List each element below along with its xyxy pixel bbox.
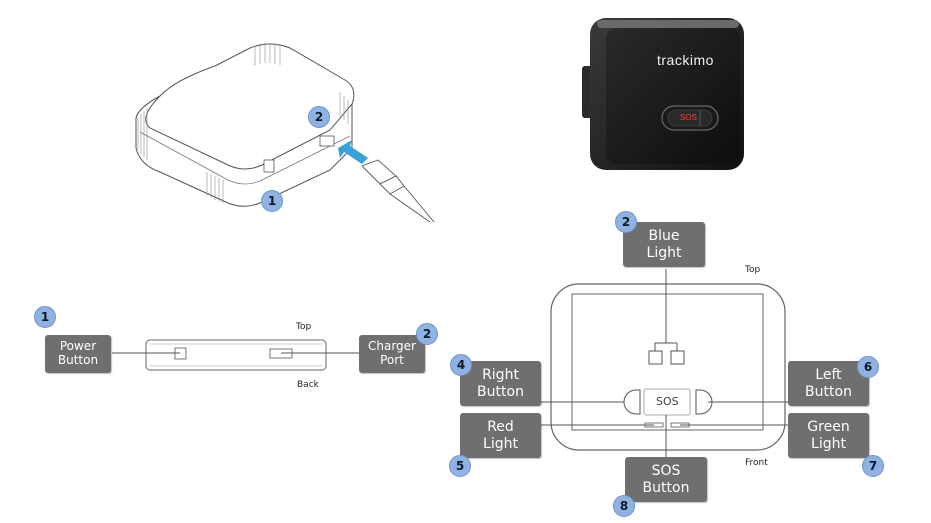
iso-badge-2: 2 — [308, 106, 330, 128]
power-button-line2: Button — [57, 353, 99, 367]
charger-port-badge: 2 — [416, 323, 438, 345]
power-button-line1: Power — [59, 339, 97, 354]
right-button-badge: 4 — [450, 354, 472, 376]
left-button-line1: Left — [815, 367, 842, 384]
callout-lines — [541, 269, 788, 457]
red-light-line1: Red — [487, 419, 514, 436]
sos-button-line1: SOS — [651, 463, 681, 480]
red-light-badge: 5 — [449, 455, 471, 477]
side-back-label: Back — [297, 380, 319, 390]
blue-light-line1: Blue — [648, 228, 680, 245]
red-light-line2: Light — [483, 435, 518, 452]
side-top-label: Top — [296, 322, 312, 332]
front-blue-light-left — [648, 350, 663, 365]
blue-light-badge: 2 — [615, 211, 637, 233]
front-top-label: Top — [745, 265, 761, 275]
front-front-label: Front — [745, 458, 768, 468]
sos-button-badge: 8 — [613, 495, 635, 517]
left-button-badge: 6 — [857, 356, 879, 378]
front-sos-button-shape — [643, 388, 691, 416]
front-right-button-shape — [623, 389, 641, 415]
photo-brand-logo: trackimo — [657, 52, 714, 68]
front-sos-button-text: SOS — [656, 395, 679, 408]
insert-arrow-icon — [338, 140, 368, 164]
green-light-line2: Light — [811, 435, 846, 452]
green-light-line1: Green — [807, 419, 850, 436]
left-button-line2: Button — [805, 383, 852, 400]
blue-light-line2: Light — [646, 244, 682, 261]
right-button-line2: Button — [477, 383, 524, 400]
green-light-badge: 7 — [862, 455, 884, 477]
photo-sos-label: SOS — [680, 113, 697, 122]
sos-button-line2: Button — [642, 479, 690, 496]
charger-port-line1: Charger — [368, 339, 416, 354]
front-blue-light-right — [670, 350, 685, 365]
usb-cable-icon — [361, 159, 435, 223]
iso-charger-port — [319, 135, 335, 147]
iso-power-button — [263, 159, 275, 173]
charger-port-line2: Port — [380, 353, 404, 367]
iso-badge-1: 1 — [261, 190, 283, 212]
right-button-line1: Right — [482, 367, 519, 384]
power-button-badge: 1 — [34, 306, 56, 328]
front-left-button-shape — [695, 389, 713, 415]
